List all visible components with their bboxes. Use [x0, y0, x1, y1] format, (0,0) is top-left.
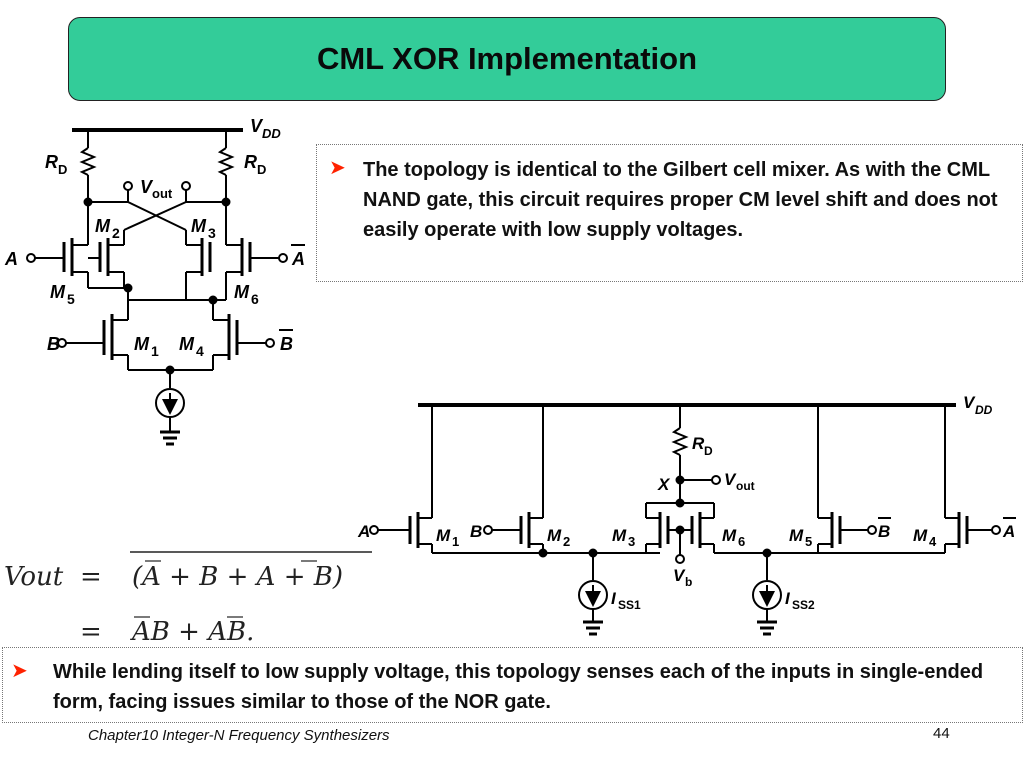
svg-text:M: M	[50, 282, 66, 302]
bullet-arrow-icon: ➤	[11, 660, 28, 682]
bullet-arrow-icon: ➤	[329, 157, 346, 179]
svg-text:V: V	[140, 177, 154, 197]
equation-line-1: (A + B + A + B)	[132, 562, 343, 592]
svg-text:I: I	[785, 589, 791, 608]
svg-text:M: M	[134, 334, 150, 354]
svg-text:M: M	[789, 526, 804, 545]
svg-text:R: R	[244, 152, 257, 172]
circuit1-labels: V DD R D R D V out M 2 M 3 A A M 5 M 6 B…	[4, 116, 305, 359]
svg-text:B: B	[47, 334, 60, 354]
footer-chapter: Chapter10 Integer-N Frequency Synthesize…	[88, 727, 390, 744]
svg-text:2: 2	[563, 534, 570, 549]
bullet-text-2: While lending itself to low supply volta…	[53, 661, 984, 713]
svg-text:M: M	[95, 216, 111, 236]
bullet-box-bottom: ➤ While lending itself to low supply vol…	[2, 647, 1023, 723]
slide-title: CML XOR Implementation	[316, 41, 698, 76]
svg-text:A: A	[1002, 522, 1015, 541]
svg-text:B: B	[470, 522, 482, 541]
svg-text:X: X	[657, 475, 671, 494]
svg-text:M: M	[436, 526, 451, 545]
svg-text:SS1: SS1	[618, 598, 641, 612]
bullet-box-top: ➤ The topology is identical to the Gilbe…	[316, 144, 1023, 282]
svg-text:D: D	[704, 444, 713, 458]
svg-text:M: M	[612, 526, 627, 545]
svg-text:A: A	[4, 249, 18, 269]
svg-text:V: V	[724, 470, 737, 489]
svg-text:3: 3	[628, 534, 635, 549]
circuit-gilbert-xor	[26, 128, 288, 446]
svg-text:5: 5	[67, 291, 75, 307]
xor-equation: Vout = (A + B + A + B) = AB + AB.	[4, 551, 372, 647]
svg-text:R: R	[692, 434, 705, 453]
svg-text:V: V	[250, 116, 264, 136]
svg-text:R: R	[45, 152, 58, 172]
svg-text:M: M	[234, 282, 250, 302]
svg-text:5: 5	[805, 534, 812, 549]
svg-text:M: M	[191, 216, 207, 236]
svg-text:4: 4	[929, 534, 937, 549]
equation-line-2: AB + AB.	[130, 617, 254, 647]
svg-text:out: out	[152, 186, 173, 201]
svg-text:3: 3	[208, 225, 216, 241]
svg-text:M: M	[722, 526, 737, 545]
title-banner: CML XOR Implementation	[68, 17, 946, 101]
svg-text:B: B	[280, 334, 293, 354]
svg-text:V: V	[673, 566, 686, 585]
svg-text:M: M	[547, 526, 562, 545]
resistor-center	[671, 427, 689, 456]
svg-text:D: D	[257, 162, 266, 177]
equation-equals-1: =	[80, 562, 102, 592]
svg-text:1: 1	[151, 343, 159, 359]
svg-text:V: V	[963, 393, 976, 412]
svg-text:I: I	[611, 589, 617, 608]
circuit2-labels: V DD R D X V out V b A M 1 B M 2 M 3 M 6…	[357, 393, 1016, 612]
svg-text:4: 4	[196, 343, 204, 359]
svg-text:6: 6	[738, 534, 745, 549]
svg-text:B: B	[878, 522, 890, 541]
svg-text:D: D	[58, 162, 67, 177]
svg-text:SS2: SS2	[792, 598, 815, 612]
svg-text:out: out	[736, 479, 755, 493]
page-number: 44	[933, 725, 950, 742]
svg-text:b: b	[685, 575, 692, 589]
equation-lhs: Vout	[4, 562, 64, 592]
bullet-text-1: The topology is identical to the Gilbert…	[363, 159, 998, 241]
svg-text:M: M	[913, 526, 928, 545]
resistor-right	[217, 147, 235, 176]
svg-text:DD: DD	[975, 403, 993, 417]
svg-text:A: A	[357, 522, 370, 541]
svg-text:6: 6	[251, 291, 259, 307]
resistor-left	[79, 147, 97, 176]
svg-text:M: M	[179, 334, 195, 354]
svg-text:1: 1	[452, 534, 459, 549]
svg-text:2: 2	[112, 225, 120, 241]
svg-text:DD: DD	[262, 126, 281, 141]
equation-equals-2: =	[80, 617, 102, 647]
svg-text:A: A	[291, 249, 305, 269]
circuit-low-voltage-xor	[369, 403, 1001, 636]
